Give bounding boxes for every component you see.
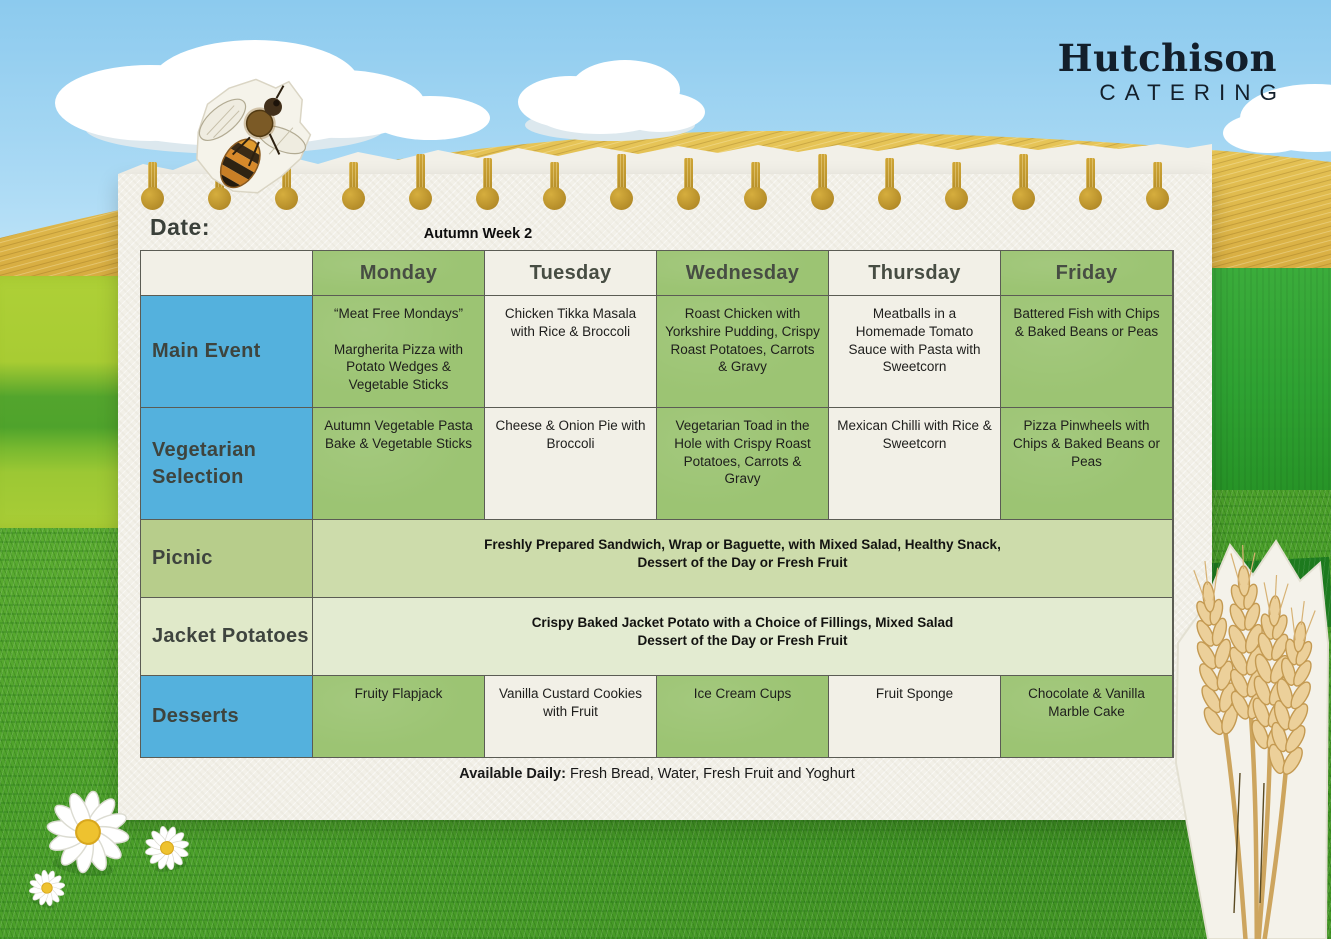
perforation-hole	[945, 162, 968, 210]
menu-cell: Fruit Sponge	[829, 676, 1000, 757]
menu-cell: Cheese & Onion Pie with Broccoli	[485, 408, 656, 519]
perforation-hole	[543, 162, 566, 210]
brand-logo: Hutchison CATERING	[1058, 40, 1277, 106]
perforation-hole	[208, 154, 231, 210]
menu-cell: “Meat Free Mondays” Margherita Pizza wit…	[313, 296, 484, 407]
menu-cell: Meatballs in a Homemade Tomato Sauce wit…	[829, 296, 1000, 407]
row-label-desserts: Desserts	[141, 676, 312, 757]
available-daily-label: Available Daily:	[459, 766, 566, 782]
row-label-main-event: Main Event	[141, 296, 312, 407]
perforation-hole	[1146, 162, 1169, 210]
menu-cell: Autumn Vegetable Pasta Bake & Vegetable …	[313, 408, 484, 519]
day-header-friday: Friday	[1001, 251, 1172, 295]
menu-paper-sheet: Date: Autumn Week 2 Monday Tuesday Wedne…	[118, 154, 1212, 820]
menu-cell: Roast Chicken with Yorkshire Pudding, Cr…	[657, 296, 828, 407]
menu-cell: Pizza Pinwheels with Chips & Baked Beans…	[1001, 408, 1172, 519]
date-label: Date:	[150, 214, 211, 240]
row-label-jacket-potatoes: Jacket Potatoes	[141, 598, 312, 675]
picnic-span-cell: Freshly Prepared Sandwich, Wrap or Bague…	[313, 520, 1172, 597]
menu-cell: Vanilla Custard Cookies with Fruit	[485, 676, 656, 757]
row-label-vegetarian: Vegetarian Selection	[141, 408, 312, 519]
menu-cell: Chocolate & Vanilla Marble Cake	[1001, 676, 1172, 757]
day-header-monday: Monday	[313, 251, 484, 295]
menu-cell: Mexican Chilli with Rice & Sweetcorn	[829, 408, 1000, 519]
perforation-hole	[141, 162, 164, 210]
menu-cell: Battered Fish with Chips & Baked Beans o…	[1001, 296, 1172, 407]
brand-name: Hutchison	[1057, 36, 1277, 80]
perforation-hole	[610, 154, 633, 210]
perforation-hole	[677, 158, 700, 210]
day-header-tuesday: Tuesday	[485, 251, 656, 295]
available-daily-note: Available Daily: Fresh Bread, Water, Fre…	[140, 766, 1174, 782]
row-label-picnic: Picnic	[141, 520, 312, 597]
perforation-hole	[476, 158, 499, 210]
perforation-hole	[275, 158, 298, 210]
menu-cell: Vegetarian Toad in the Hole with Crispy …	[657, 408, 828, 519]
brand-subtitle: CATERING	[1099, 80, 1286, 105]
perforation-hole	[342, 162, 365, 210]
available-daily-items: Fresh Bread, Water, Fresh Fruit and Yogh…	[565, 766, 855, 782]
corner-cell	[141, 251, 312, 295]
week-label: Autumn Week 2	[423, 226, 533, 242]
menu-cell: Ice Cream Cups	[657, 676, 828, 757]
jacket-span-cell: Crispy Baked Jacket Potato with a Choice…	[313, 598, 1172, 675]
perforation-hole	[1012, 154, 1035, 210]
day-header-thursday: Thursday	[829, 251, 1000, 295]
day-header-wednesday: Wednesday	[657, 251, 828, 295]
menu-cell: Fruity Flapjack	[313, 676, 484, 757]
menu-cell: Chicken Tikka Masala with Rice & Broccol…	[485, 296, 656, 407]
perforation-hole	[409, 154, 432, 210]
perforation-hole	[744, 162, 767, 210]
perforation-hole	[1079, 158, 1102, 210]
perforation-hole	[878, 158, 901, 210]
menu-table: Monday Tuesday Wednesday Thursday Friday…	[140, 250, 1174, 758]
perforation-hole	[811, 154, 834, 210]
